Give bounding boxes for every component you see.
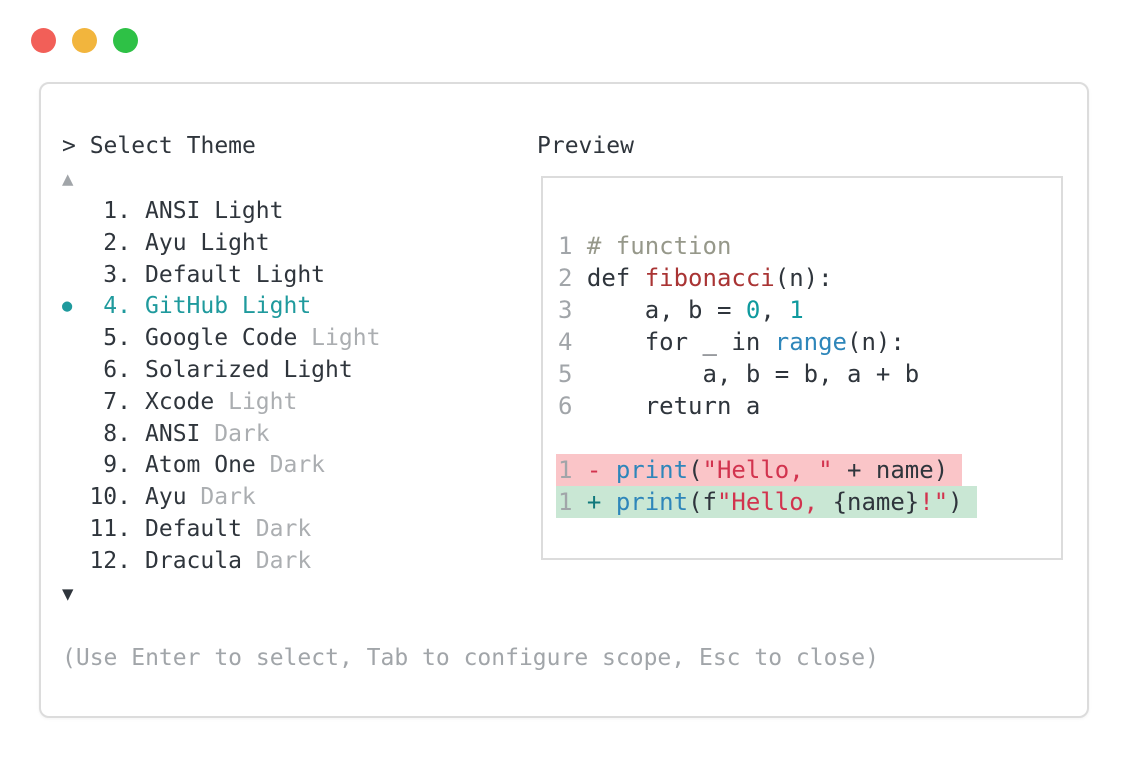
selected-bullet-icon [62,514,88,546]
theme-list-item[interactable]: 1. ANSI Light [62,196,1087,228]
code-line: 1 + print(f"Hello, {name}!") [556,486,977,518]
theme-item-label: GitHub Light [145,293,312,320]
selected-bullet-icon [62,450,88,482]
close-button[interactable] [31,28,56,53]
line-number: 1 [558,232,573,260]
theme-list-item[interactable]: 5. Google Code Light [62,323,1087,355]
theme-item-label: Default Dark [145,515,312,542]
theme-item-label: Google Code Light [145,325,381,352]
preview-title: Preview [537,133,634,159]
theme-item-number: 12. [89,547,131,574]
zoom-button[interactable] [113,28,138,53]
theme-list-item[interactable]: 10. Ayu Dark [62,482,1087,514]
line-number: 1 [558,488,573,516]
theme-list-item[interactable]: 2. Ayu Light [62,228,1087,260]
selected-bullet-icon [62,419,88,451]
line-number: 2 [558,264,573,292]
theme-item-number: 11. [89,515,131,542]
window-controls [31,28,138,53]
theme-item-label: ANSI Dark [145,420,270,447]
line-number: 4 [558,328,573,356]
code-line: 5 a, b = b, a + b [558,360,920,388]
selected-bullet-icon [62,387,88,419]
code-line: 2 def fibonacci(n): [558,264,833,292]
code-line: 6 return a [558,392,761,420]
theme-list-item[interactable]: 6. Solarized Light [62,355,1087,387]
theme-list-item[interactable]: 7. Xcode Light [62,387,1087,419]
theme-item-label: Default Light [145,261,326,288]
theme-item-number: 3. [103,261,131,288]
selected-bullet-icon [62,196,88,228]
theme-picker-panel: > Select Theme ▲ 1. ANSI Light 2. Ayu Li… [39,82,1089,718]
theme-item-number: 7. [103,388,131,415]
theme-list-item[interactable]: 8. ANSI Dark [62,419,1087,451]
theme-item-label: Dracula Dark [145,547,312,574]
theme-item-number: 6. [103,356,131,383]
theme-item-label: Ayu Light [145,229,270,256]
scroll-down-icon[interactable]: ▼ [62,582,74,605]
preview-pane: 1 # function 2 def fibonacci(n): 3 a, b = … [541,176,1063,560]
line-number: 3 [558,296,573,324]
theme-item-label: Atom One Dark [145,452,326,479]
line-number: 5 [558,360,573,388]
theme-item-number: 1. [103,198,131,224]
theme-item-label: ANSI Light [145,198,284,224]
theme-item-label: Xcode Light [145,388,298,415]
theme-item-label: Ayu Dark [145,484,256,511]
theme-item-number: 2. [103,229,131,256]
keyboard-hint: (Use Enter to select, Tab to configure s… [62,644,879,671]
theme-list-item[interactable]: 9. Atom One Dark [62,450,1087,482]
selected-bullet-icon: ● [62,296,73,317]
selected-bullet-icon [62,546,88,578]
selected-bullet-icon [62,482,88,514]
selected-bullet-icon [62,355,88,387]
theme-list-item[interactable]: 12. Dracula Dark [62,546,1087,578]
theme-list-item[interactable]: 3. Default Light [62,260,1087,292]
selected-bullet-icon [62,323,88,355]
minimize-button[interactable] [72,28,97,53]
theme-item-number: 10. [89,484,131,511]
code-line: 4 for _ in range(n): [558,328,905,356]
theme-picker-prompt: > Select Theme [62,133,256,159]
scroll-up-icon[interactable]: ▲ [62,168,74,190]
theme-item-number: 4. [103,293,131,320]
theme-list-item[interactable]: 11. Default Dark [62,514,1087,546]
theme-item-number: 9. [103,452,131,479]
line-number: 1 [558,456,573,484]
line-number: 6 [558,392,573,420]
theme-list: 1. ANSI Light 2. Ayu Light 3. Default Li… [62,196,1087,578]
theme-item-number: 5. [103,325,131,352]
theme-list-item[interactable]: ● 4. GitHub Light [62,291,1087,323]
theme-item-number: 8. [103,420,131,447]
selected-bullet-icon [62,260,88,292]
theme-item-label: Solarized Light [145,356,353,383]
code-line: 3 a, b = 0, 1 [558,296,804,324]
code-line: 1 - print("Hello, " + name) [556,454,963,486]
code-line: 1 # function [558,232,732,260]
selected-bullet-icon [62,228,88,260]
